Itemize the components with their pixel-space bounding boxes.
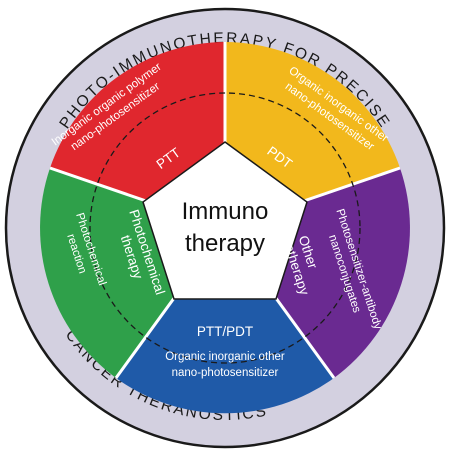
center-text-line1: Immuno [182, 198, 269, 225]
pttpdt-label: PTT/PDT [197, 324, 253, 339]
center-text-line2: therapy [185, 230, 265, 257]
center-pentagon [142, 141, 308, 300]
pttpdt-desc-line1: Organic inorganic other [165, 351, 285, 363]
segment-ptt-pdt [116, 228, 334, 414]
pttpdt-desc-line2: nano-photosensitizer [172, 367, 279, 379]
dashed-circle [89, 92, 361, 364]
